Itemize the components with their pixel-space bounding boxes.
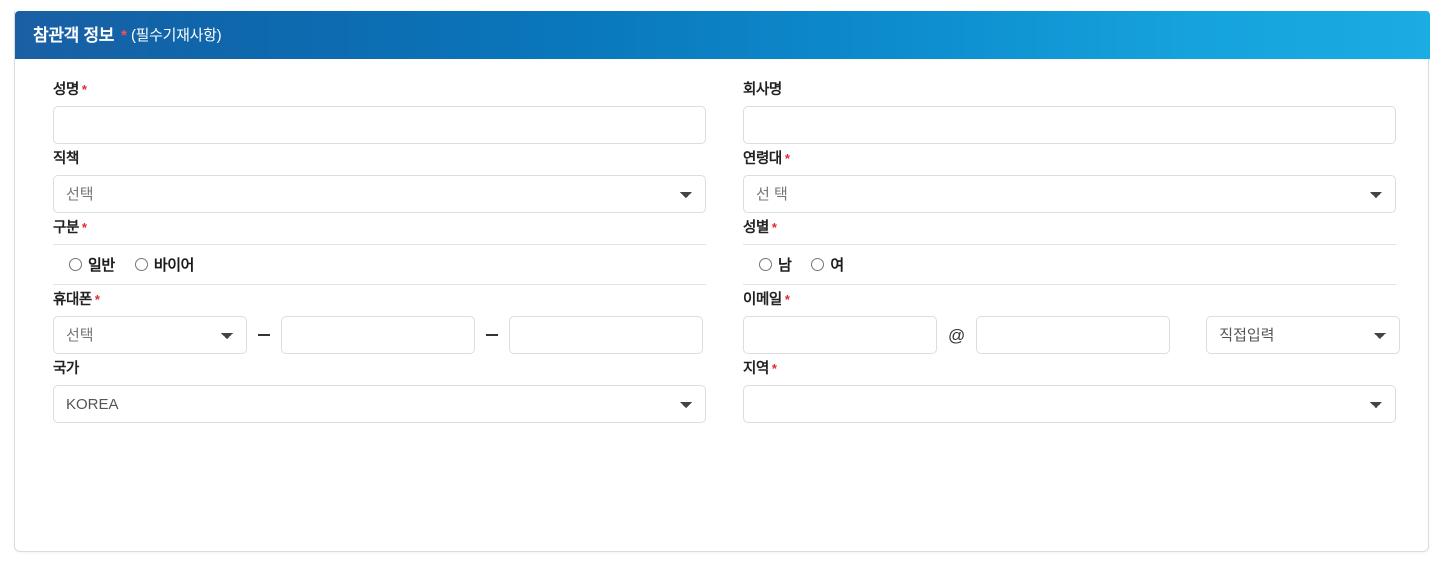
category-radio-buyer[interactable]: 바이어 xyxy=(134,254,195,275)
label-gender-asterisk: * xyxy=(771,220,777,235)
email-domain-input[interactable] xyxy=(976,316,1171,354)
form-row-2: 직책 선택 연령대* 선 택 xyxy=(53,150,1396,219)
field-group-age-group: 연령대* 선 택 xyxy=(743,150,1396,219)
label-region-asterisk: * xyxy=(771,361,777,376)
mobile-separator-1-icon xyxy=(258,334,270,336)
visitor-info-card: 참관객 정보 * (필수기재사항) 성명* xyxy=(14,11,1430,552)
category-radio-buyer-label: 바이어 xyxy=(153,257,195,274)
label-country-text: 국가 xyxy=(53,361,79,377)
label-category: 구분* xyxy=(53,219,706,237)
label-age-group-asterisk: * xyxy=(784,151,790,166)
email-input-group: @ 직접입력 xyxy=(743,316,1401,354)
gender-radio-male-label: 남 xyxy=(778,257,792,274)
label-age-group: 연령대* xyxy=(743,150,1396,168)
label-name-text: 성명 xyxy=(53,82,79,98)
label-gender: 성별* xyxy=(743,219,1396,237)
name-input[interactable] xyxy=(53,106,706,144)
email-local-input[interactable] xyxy=(743,316,937,354)
header-required-asterisk: * xyxy=(121,26,127,44)
field-group-gender: 성별* 남 여 xyxy=(743,219,1396,291)
field-group-position: 직책 선택 xyxy=(53,150,706,219)
field-group-name: 성명* xyxy=(53,81,706,150)
email-domain-select[interactable]: 직접입력 xyxy=(1206,316,1401,354)
gender-radio-male[interactable]: 남 xyxy=(759,254,792,275)
category-radio-general[interactable]: 일반 xyxy=(69,254,115,275)
form-row-4: 휴대폰* 선택 xyxy=(53,291,1401,360)
label-email-asterisk: * xyxy=(784,292,790,307)
position-select[interactable]: 선택 xyxy=(53,175,706,213)
label-age-group-text: 연령대 xyxy=(743,151,782,167)
label-gender-text: 성별 xyxy=(743,220,769,236)
label-name: 성명* xyxy=(53,81,706,99)
label-email: 이메일* xyxy=(743,291,1396,309)
field-group-region: 지역* xyxy=(743,360,1396,429)
label-company: 회사명 xyxy=(743,81,1396,99)
card-header: 참관객 정보 * (필수기재사항) xyxy=(15,11,1430,59)
mobile-part2-input[interactable] xyxy=(281,316,475,354)
label-mobile-text: 휴대폰 xyxy=(53,292,92,308)
email-at-symbol: @ xyxy=(948,325,966,345)
mobile-part3-input[interactable] xyxy=(509,316,703,354)
label-mobile: 휴대폰* xyxy=(53,291,706,309)
gender-radio-female-label: 여 xyxy=(830,257,844,274)
category-radio-buyer-input[interactable] xyxy=(134,258,148,271)
field-group-country: 국가 KOREA xyxy=(53,360,706,429)
gender-radio-male-input[interactable] xyxy=(759,258,772,271)
region-select[interactable] xyxy=(743,385,1396,423)
category-radio-general-input[interactable] xyxy=(69,258,82,271)
category-radio-group: 일반 바이어 xyxy=(53,244,706,285)
label-country: 국가 xyxy=(53,360,706,378)
label-position-text: 직책 xyxy=(53,151,79,167)
label-category-asterisk: * xyxy=(81,220,87,235)
field-group-email: 이메일* @ 직접입력 xyxy=(743,291,1401,360)
label-name-asterisk: * xyxy=(81,82,87,97)
gender-radio-female-input[interactable] xyxy=(811,258,825,271)
category-radio-general-label: 일반 xyxy=(88,257,115,274)
label-position: 직책 xyxy=(53,150,706,168)
field-group-mobile: 휴대폰* 선택 xyxy=(53,291,706,360)
mobile-separator-2-icon xyxy=(486,334,498,336)
label-company-text: 회사명 xyxy=(743,82,782,98)
label-email-text: 이메일 xyxy=(743,292,782,308)
mobile-input-group: 선택 xyxy=(53,316,706,354)
field-group-category: 구분* 일반 바이어 xyxy=(53,219,706,291)
country-select[interactable]: KOREA xyxy=(53,385,706,423)
age-group-select[interactable]: 선 택 xyxy=(743,175,1396,213)
label-region: 지역* xyxy=(743,360,1396,378)
form-row-5: 국가 KOREA 지역* xyxy=(53,360,1396,429)
gender-radio-female[interactable]: 여 xyxy=(811,254,844,275)
form-body: 성명* 회사명 xyxy=(15,59,1430,551)
label-mobile-asterisk: * xyxy=(94,292,100,307)
mobile-prefix-select[interactable]: 선택 xyxy=(53,316,247,354)
gender-radio-group: 남 여 xyxy=(743,244,1396,285)
page-title: 참관객 정보 xyxy=(33,25,115,45)
form-row-3: 구분* 일반 바이어 xyxy=(53,219,1396,291)
company-input[interactable] xyxy=(743,106,1396,144)
field-group-company: 회사명 xyxy=(743,81,1396,150)
label-category-text: 구분 xyxy=(53,220,79,236)
header-subtitle: (필수기재사항) xyxy=(130,26,222,44)
form-row-1: 성명* 회사명 xyxy=(53,81,1396,150)
label-region-text: 지역 xyxy=(743,361,769,377)
